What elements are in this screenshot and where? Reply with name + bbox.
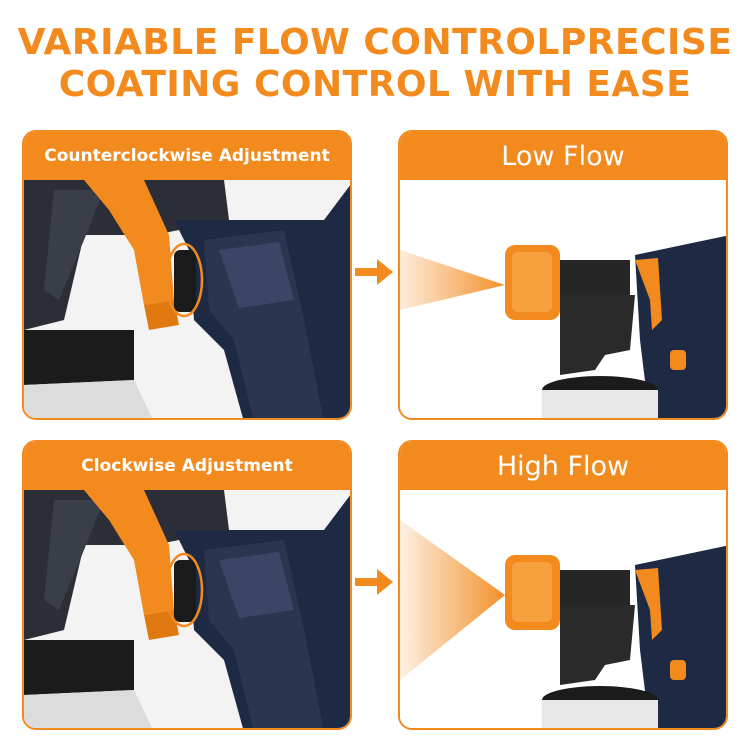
sprayer-trigger-image — [24, 490, 350, 728]
panel-low-flow: Low Flow — [398, 130, 728, 420]
panel-counterclockwise-adjustment: Counterclockwise Adjustment — [22, 130, 352, 420]
panel-clockwise-adjustment: Clockwise Adjustment — [22, 440, 352, 730]
panel-label: High Flow — [400, 442, 726, 490]
sprayer-high-flow-image — [400, 490, 726, 728]
arrow-right-icon — [355, 569, 393, 595]
sprayer-trigger-image — [24, 180, 350, 418]
panel-label: Low Flow — [400, 132, 726, 180]
panel-high-flow: High Flow — [398, 440, 728, 730]
panel-label: Counterclockwise Adjustment — [24, 132, 350, 180]
arrow-right-icon — [355, 259, 393, 285]
headline: VARIABLE FLOW CONTROLPRECISE COATING CON… — [0, 22, 750, 106]
sprayer-low-flow-image — [400, 180, 726, 418]
headline-line-1: VARIABLE FLOW CONTROLPRECISE — [17, 22, 733, 63]
panel-label: Clockwise Adjustment — [24, 442, 350, 490]
headline-line-2: COATING CONTROL WITH EASE — [58, 64, 692, 105]
